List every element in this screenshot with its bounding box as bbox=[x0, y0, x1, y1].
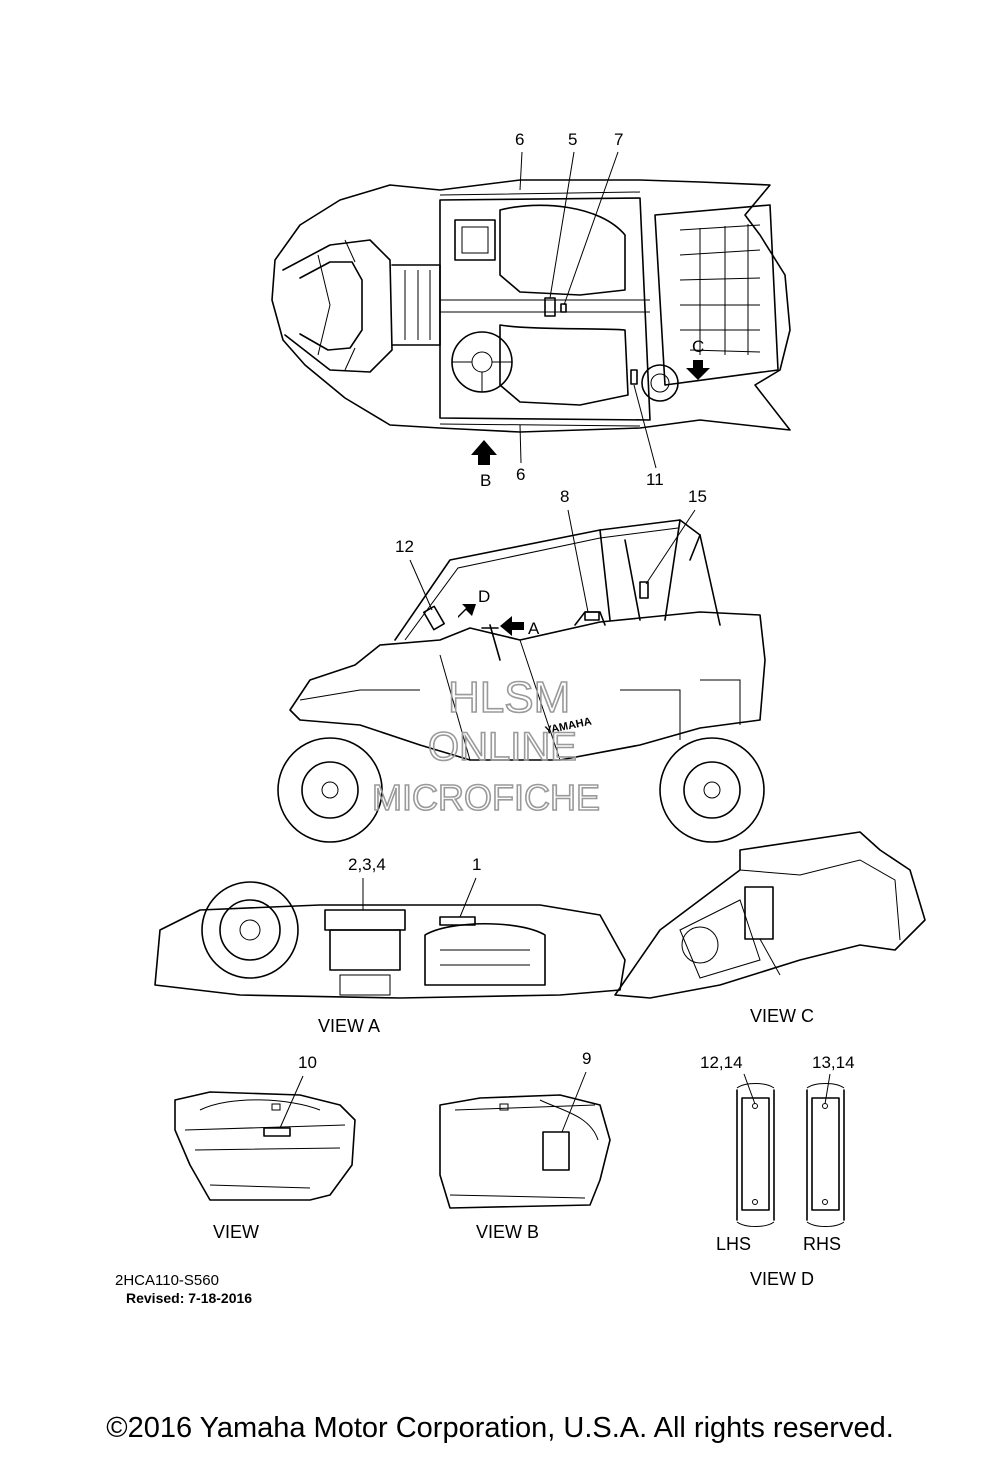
watermark: HLSM ONLINE MICROFICHE bbox=[371, 672, 601, 819]
callout-1: 1 bbox=[472, 855, 481, 874]
callout-13-14: 13,14 bbox=[812, 1053, 855, 1072]
diagram-code: 2HCA110-S560 bbox=[115, 1272, 219, 1289]
callout-10: 10 bbox=[298, 1053, 317, 1072]
view-10-title: VIEW bbox=[213, 1222, 259, 1242]
view-a: 2,3,4 1 VIEW A bbox=[154, 855, 626, 1036]
callout-7: 7 bbox=[614, 130, 623, 149]
arrow-d-icon bbox=[458, 604, 476, 618]
callout-8: 8 bbox=[560, 487, 569, 506]
top-view-callouts: 6 5 7 C B 6 11 bbox=[471, 130, 710, 490]
callout-c: C bbox=[692, 337, 704, 356]
view-d-rhs: RHS bbox=[803, 1234, 841, 1254]
watermark-hlsm: HLSM bbox=[448, 673, 570, 722]
callout-11: 11 bbox=[646, 470, 664, 489]
revised-date: Revised: 7-18-2016 bbox=[126, 1290, 253, 1306]
view-c-title: VIEW C bbox=[750, 1006, 814, 1026]
view-b-title: VIEW B bbox=[476, 1222, 539, 1242]
callout-d: D bbox=[478, 587, 490, 606]
callout-9: 9 bbox=[582, 1049, 591, 1068]
copyright: ©2016 Yamaha Motor Corporation, U.S.A. A… bbox=[106, 1412, 894, 1444]
callout-b: B bbox=[480, 471, 491, 490]
callout-5: 5 bbox=[568, 130, 577, 149]
arrow-c-icon bbox=[686, 360, 710, 380]
watermark-online: ONLINE bbox=[428, 725, 577, 769]
arrow-a-icon bbox=[500, 616, 524, 636]
callout-6-bottom: 6 bbox=[516, 465, 525, 484]
view-10: 10 VIEW bbox=[174, 1053, 356, 1242]
side-view-callouts: 12 D A 8 15 bbox=[395, 487, 707, 638]
view-b: 9 VIEW B bbox=[439, 1049, 611, 1242]
view-d-lhs: LHS bbox=[716, 1234, 751, 1254]
top-view-vehicle bbox=[271, 179, 791, 433]
callout-12-side: 12 bbox=[395, 537, 414, 556]
side-view-vehicle: YAMAHA bbox=[277, 519, 766, 843]
view-a-title: VIEW A bbox=[318, 1016, 380, 1036]
callout-a: A bbox=[528, 619, 540, 638]
callout-6-top: 6 bbox=[515, 130, 524, 149]
watermark-microfiche: MICROFICHE bbox=[372, 777, 600, 818]
callout-15: 15 bbox=[688, 487, 707, 506]
arrow-b-icon bbox=[471, 440, 497, 465]
callout-2-3-4: 2,3,4 bbox=[348, 855, 386, 874]
callout-12-14: 12,14 bbox=[700, 1053, 743, 1072]
view-d-title: VIEW D bbox=[750, 1269, 814, 1289]
view-d: 12,14 13,14 LHS RHS VIEW D bbox=[700, 1053, 855, 1289]
view-c: VIEW C bbox=[614, 831, 926, 1026]
